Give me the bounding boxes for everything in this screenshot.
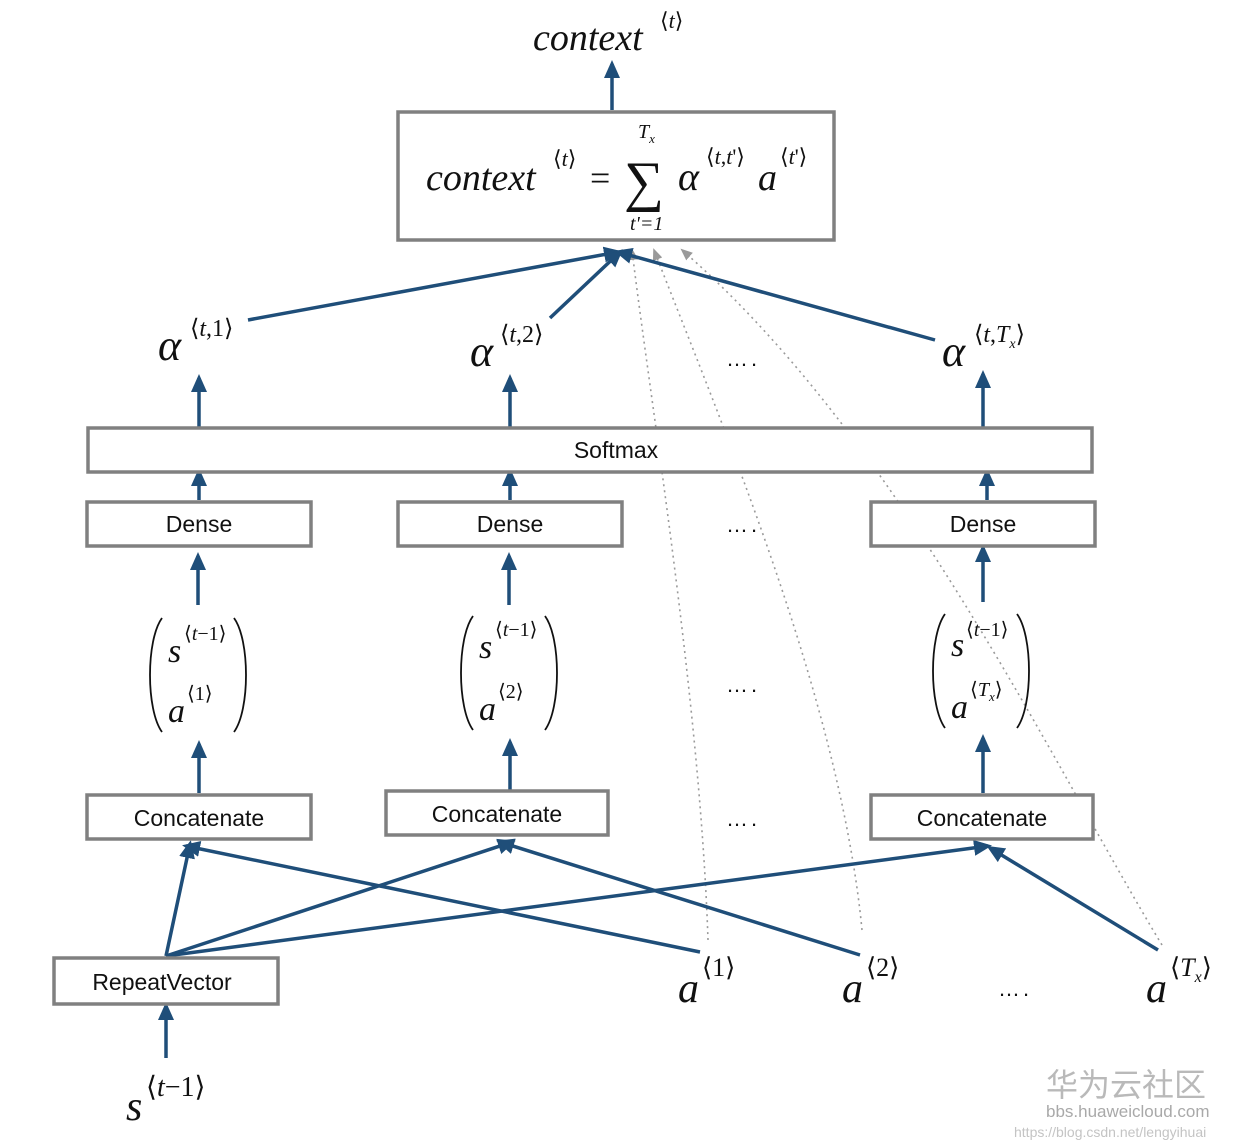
svg-text:a: a	[951, 689, 968, 726]
watermark-site: bbs.huaweicloud.com	[1046, 1102, 1209, 1121]
ellipsis-dense: ….	[726, 512, 760, 537]
concatenate-box-1	[85, 793, 313, 841]
watermark-url: https://blog.csdn.net/lengyihuai	[1014, 1124, 1206, 1140]
svg-text:⟨Tx⟩: ⟨Tx⟩	[970, 679, 1003, 704]
formula-alpha-sup: ⟨t,t'⟩	[706, 144, 745, 169]
dense-box-1	[85, 500, 313, 548]
state-input-s: s	[126, 1084, 142, 1130]
svg-text:s: s	[168, 633, 181, 670]
softmax-box	[86, 426, 1094, 474]
svg-text:s: s	[951, 627, 964, 664]
alpha-2-sup: ⟨t,2⟩	[500, 322, 543, 348]
concatenate-label-2: Concatenate	[432, 801, 562, 827]
formula-sum-lower: t'=1	[630, 213, 663, 235]
svg-text:⟨t−1⟩: ⟨t−1⟩	[495, 619, 537, 641]
concatenate-label-3: Concatenate	[917, 805, 1047, 831]
ellipsis-inputs: ….	[998, 976, 1032, 1001]
formula-sum-symbol: ∑	[624, 151, 664, 213]
concatenate-box-2	[384, 789, 610, 837]
repeatvector-box	[52, 956, 280, 1006]
repeatvector-label: RepeatVector	[92, 969, 232, 995]
arrow-alpha2-to-formula	[548, 249, 623, 320]
dense-box-3	[869, 500, 1097, 548]
input-a2: a	[842, 966, 863, 1012]
arrow-repeat-to-concat2	[165, 838, 516, 958]
formula-lhs: context	[426, 157, 537, 199]
context-formula-box	[396, 110, 836, 242]
dotted-link-aTx	[680, 248, 1163, 946]
input-aTx: a	[1146, 966, 1167, 1012]
svg-text:⟨2⟩: ⟨2⟩	[498, 681, 524, 703]
vector-pair-Tx: s ⟨t−1⟩ a ⟨Tx⟩	[932, 613, 1030, 729]
dense-label-3: Dense	[950, 511, 1016, 537]
svg-text:a: a	[479, 691, 496, 728]
ellipsis-alpha: ….	[726, 346, 760, 371]
ellipsis-vectors: ….	[726, 672, 760, 697]
svg-text:a: a	[168, 693, 185, 730]
dense-label-1: Dense	[166, 511, 232, 537]
alpha-Tx-label: α	[942, 327, 966, 376]
input-a2-sup: ⟨2⟩	[866, 953, 899, 982]
vector-pair-2: s ⟨t−1⟩ a ⟨2⟩	[460, 615, 558, 731]
input-a1: a	[678, 966, 699, 1012]
context-output-label: context	[533, 17, 644, 59]
softmax-label: Softmax	[574, 437, 659, 463]
svg-text:s: s	[479, 629, 492, 666]
input-a1-sup: ⟨1⟩	[702, 953, 735, 982]
alpha-1-sup: ⟨t,1⟩	[190, 316, 233, 342]
arrow-a2-to-concat2	[496, 838, 861, 957]
ellipsis-concatenate: ….	[726, 806, 760, 831]
alpha-2-label: α	[470, 327, 494, 376]
context-output-sup: ⟨t⟩	[660, 8, 683, 33]
arrow-repeat-to-concat1	[164, 840, 195, 957]
dense-box-2	[396, 500, 624, 548]
formula-alpha: α	[678, 154, 700, 199]
svg-text:⟨t−1⟩: ⟨t−1⟩	[966, 619, 1008, 641]
svg-text:⟨1⟩: ⟨1⟩	[187, 683, 213, 705]
concatenate-label-1: Concatenate	[134, 805, 264, 831]
alpha-Tx-sup: ⟨t,Tx⟩	[974, 322, 1025, 352]
dense-label-2: Dense	[477, 511, 543, 537]
concatenate-box-3	[869, 793, 1095, 841]
alpha-1-label: α	[158, 321, 182, 370]
arrow-aTx-to-concat3	[986, 845, 1159, 952]
svg-text:⟨t−1⟩: ⟨t−1⟩	[184, 623, 226, 645]
state-input-sup: ⟨t−1⟩	[146, 1072, 205, 1103]
formula-a-sup: ⟨t'⟩	[780, 144, 807, 169]
dotted-link-a1	[628, 248, 709, 941]
formula-a: a	[758, 157, 777, 199]
input-aTx-sup: ⟨Tx⟩	[1170, 953, 1212, 986]
arrow-alpha1-to-formula	[247, 246, 622, 322]
formula-lhs-sup: ⟨t⟩	[553, 146, 576, 171]
arrow-repeat-to-concat3	[165, 839, 992, 958]
vector-pair-1: s ⟨t−1⟩ a ⟨1⟩	[149, 617, 247, 733]
arrow-alphaTx-to-formula	[614, 248, 936, 342]
dotted-link-a2	[652, 248, 863, 931]
arrow-a1-to-concat1	[182, 840, 701, 954]
watermark-brand: 华为云社区	[1046, 1066, 1206, 1104]
formula-equals: =	[590, 158, 610, 198]
